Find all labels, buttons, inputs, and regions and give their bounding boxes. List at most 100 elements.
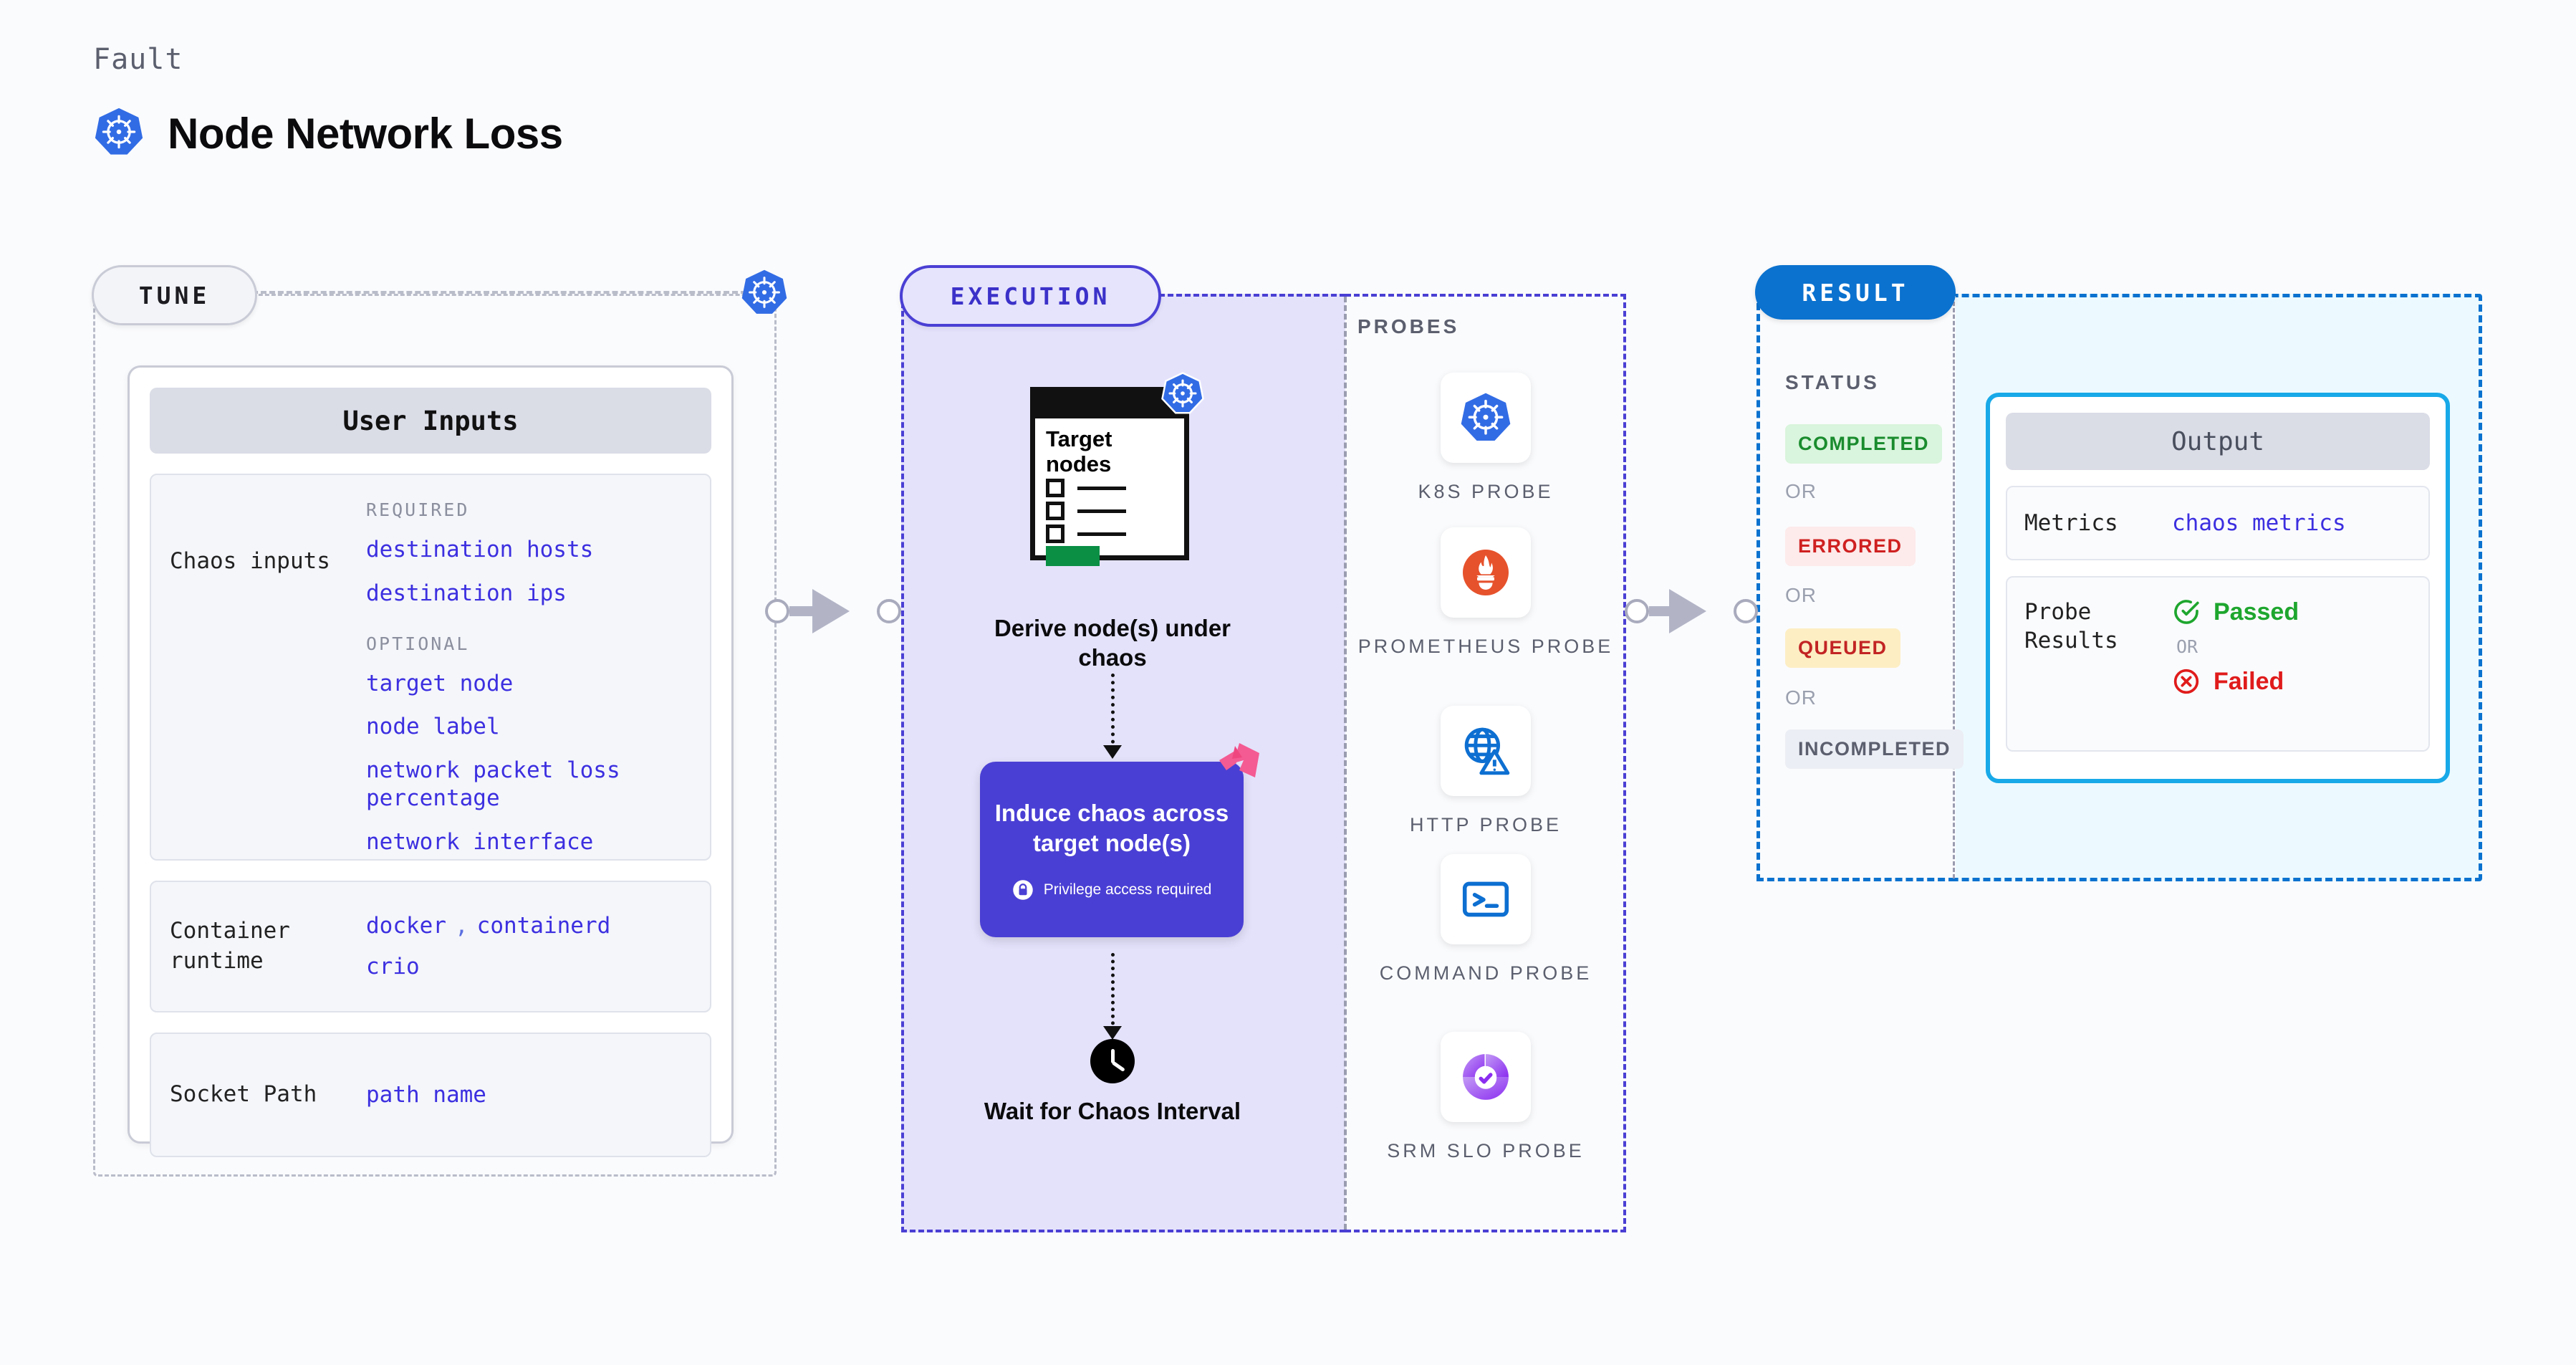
chaos-inputs-label: Chaos inputs xyxy=(170,548,330,574)
output-title: Output xyxy=(2006,413,2430,470)
runtime-crio[interactable]: crio xyxy=(366,954,420,980)
probe-result-failed: Failed xyxy=(2172,667,2299,696)
probe-label: K8S PROBE xyxy=(1418,481,1554,502)
connector-bar xyxy=(789,606,814,616)
checkbox-icon xyxy=(1046,502,1064,520)
connector-execution-to-result xyxy=(1625,589,1758,633)
status-badge-incompleted: INCOMPLETED xyxy=(1785,729,1964,769)
doc-line xyxy=(1077,509,1126,513)
flow-arrow-2 xyxy=(1103,1026,1122,1040)
metrics-label: Metrics xyxy=(2024,509,2118,536)
or-label: OR xyxy=(1785,480,1817,502)
doc-checkbox-row xyxy=(1046,479,1126,497)
probe-command[interactable]: COMMAND PROBE xyxy=(1345,854,1626,986)
stage-pill-tune[interactable]: TUNE xyxy=(92,265,257,325)
target-nodes-doc: Target nodes xyxy=(1030,372,1204,566)
output-metrics-row: Metrics chaos metrics xyxy=(2006,486,2430,560)
flow-line-2 xyxy=(1111,953,1115,1032)
privilege-note: Privilege access required xyxy=(1012,879,1212,901)
user-inputs-card: User Inputs Chaos inputs REQUIRED destin… xyxy=(128,365,734,1157)
status-badge-completed: COMPLETED xyxy=(1785,424,1943,464)
status-badge-errored: ERRORED xyxy=(1785,527,1916,566)
terminal-icon xyxy=(1441,854,1531,944)
eyebrow-label: Fault xyxy=(93,43,183,76)
stage-pill-execution[interactable]: EXECUTION xyxy=(900,265,1161,327)
doc-title: Target nodes xyxy=(1046,426,1112,476)
connector-end-dot xyxy=(1734,599,1758,623)
checkbox-icon xyxy=(1046,525,1064,543)
input-network-interface[interactable]: network interface xyxy=(366,828,594,855)
derive-nodes-label: Derive node(s) under chaos xyxy=(994,615,1231,671)
input-network-packet-loss-percentage[interactable]: network packet loss percentage xyxy=(366,757,620,811)
doc-line xyxy=(1077,486,1126,490)
tune-connector-line xyxy=(252,291,746,294)
kubernetes-icon xyxy=(93,106,145,161)
srm-slo-icon xyxy=(1441,1032,1531,1122)
stage-pill-result[interactable]: RESULT xyxy=(1755,265,1956,320)
optional-group-title: OPTIONAL xyxy=(366,633,470,654)
probe-http[interactable]: HTTP PROBE xyxy=(1345,706,1626,838)
runtime-separator: , xyxy=(454,913,468,939)
connector-start-dot xyxy=(1625,599,1649,623)
prometheus-icon xyxy=(1441,527,1531,618)
output-card: Output Metrics chaos metrics Probe Resul… xyxy=(1986,393,2450,783)
doc-checkbox-row xyxy=(1046,502,1126,520)
probe-label: HTTP PROBE xyxy=(1409,814,1562,835)
doc-line xyxy=(1077,532,1126,536)
title-row: Node Network Loss xyxy=(93,106,563,161)
induce-chaos-text: Induce chaos across target node(s) xyxy=(994,799,1229,856)
probe-label: PROMETHEUS PROBE xyxy=(1357,636,1614,657)
check-circle-icon xyxy=(2174,600,2199,624)
globe-warning-icon xyxy=(1441,706,1531,796)
probe-k8s[interactable]: K8S PROBE xyxy=(1345,373,1626,504)
or-label: OR xyxy=(1785,584,1817,606)
checkbox-icon xyxy=(1046,479,1064,497)
passed-text: Passed xyxy=(2214,598,2299,626)
probe-result-or: OR xyxy=(2176,636,2198,657)
chaos-inputs-section: Chaos inputs REQUIRED destination hosts … xyxy=(150,474,711,861)
probes-title: PROBES xyxy=(1357,315,1460,337)
status-title: STATUS xyxy=(1785,371,1880,393)
harness-icon xyxy=(1218,742,1264,785)
output-probe-results-row: Probe Results Passed OR Failed xyxy=(2006,576,2430,752)
input-node-label[interactable]: node label xyxy=(366,714,500,740)
probe-result-passed: Passed xyxy=(2172,598,2299,626)
socket-path-section: Socket Path path name xyxy=(150,1033,711,1157)
probe-label: SRM SLO PROBE xyxy=(1387,1140,1585,1162)
probe-srm-slo[interactable]: SRM SLO PROBE xyxy=(1345,1032,1626,1164)
flow-line-1 xyxy=(1111,674,1115,751)
page-title: Node Network Loss xyxy=(168,110,563,158)
probes-divider xyxy=(1344,297,1347,1230)
socket-path-value[interactable]: path name xyxy=(366,1081,486,1108)
kubernetes-icon xyxy=(1441,373,1531,463)
doc-checkbox-row xyxy=(1046,525,1126,543)
connector-bar xyxy=(1649,606,1671,616)
failed-text: Failed xyxy=(2214,667,2284,695)
kubernetes-icon xyxy=(740,268,789,317)
metrics-value[interactable]: chaos metrics xyxy=(2172,510,2346,536)
or-label: OR xyxy=(1785,686,1817,709)
connector-end-dot xyxy=(877,599,901,623)
kubernetes-icon xyxy=(1160,371,1205,416)
probe-prometheus[interactable]: PROMETHEUS PROBE xyxy=(1345,527,1626,659)
runtime-containerd[interactable]: containerd xyxy=(476,913,611,939)
input-destination-ips[interactable]: destination ips xyxy=(366,580,567,606)
doc-titlebar xyxy=(1030,387,1189,418)
runtime-docker[interactable]: docker xyxy=(366,913,446,939)
connector-tune-to-execution xyxy=(765,589,901,633)
user-inputs-title: User Inputs xyxy=(150,388,711,454)
wait-chaos-interval-label: Wait for Chaos Interval xyxy=(984,1098,1241,1124)
input-target-node[interactable]: target node xyxy=(366,670,514,696)
status-divider xyxy=(1953,295,1955,878)
status-badge-queued: QUEUED xyxy=(1785,628,1900,668)
connector-start-dot xyxy=(765,599,789,623)
input-destination-hosts[interactable]: destination hosts xyxy=(366,537,594,562)
page-header: Fault Node Network Loss xyxy=(93,43,563,161)
probe-results-label: Probe Results xyxy=(2024,599,2118,654)
privilege-text: Privilege access required xyxy=(1043,881,1212,899)
container-runtime-label: Container runtime xyxy=(170,918,290,974)
induce-chaos-box[interactable]: Induce chaos across target node(s) Privi… xyxy=(980,762,1244,937)
lock-icon xyxy=(1012,880,1033,900)
clock-icon xyxy=(1090,1039,1135,1083)
doc-progress-bar xyxy=(1046,546,1100,566)
